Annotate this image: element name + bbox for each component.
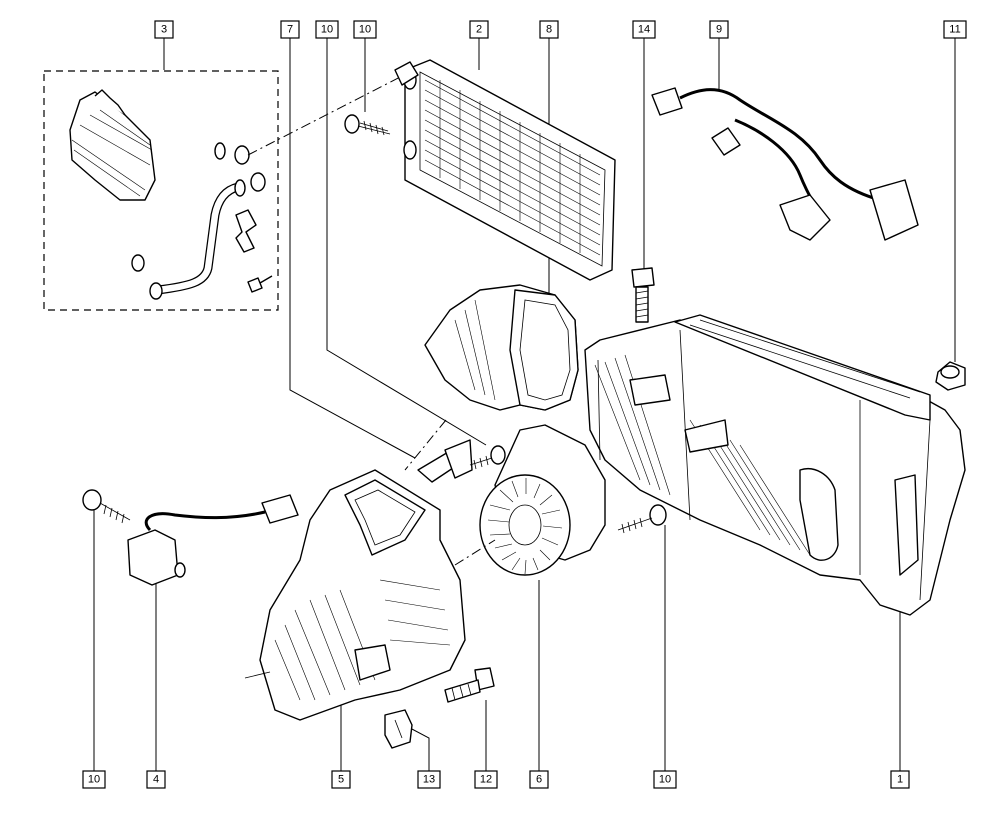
callout-6: 6 bbox=[529, 770, 549, 789]
svg-text:8: 8 bbox=[546, 24, 552, 36]
svg-text:4: 4 bbox=[153, 774, 159, 786]
screw bbox=[247, 275, 273, 293]
air-duct bbox=[424, 284, 579, 411]
blower-housing bbox=[244, 469, 466, 721]
resistor-4 bbox=[127, 494, 299, 586]
callout-7: 7 bbox=[280, 20, 300, 39]
screw-10-top bbox=[344, 114, 391, 136]
leader-lines bbox=[93, 38, 956, 771]
callout-5: 5 bbox=[331, 770, 351, 789]
heater-matrix bbox=[394, 59, 616, 281]
kit-3-dashed-frame bbox=[43, 70, 279, 311]
callout-11: 11 bbox=[943, 20, 967, 39]
screw-10-right bbox=[617, 504, 667, 534]
callout-9: 9 bbox=[709, 20, 729, 39]
svg-text:3: 3 bbox=[161, 24, 167, 36]
callout-3: 3 bbox=[154, 20, 174, 39]
callout-13: 13 bbox=[417, 770, 441, 789]
clip bbox=[235, 209, 257, 253]
o-ring-2 bbox=[250, 172, 266, 192]
wiring-harness bbox=[651, 87, 919, 241]
svg-text:10: 10 bbox=[321, 24, 333, 36]
pipe-flange-kit bbox=[69, 89, 273, 300]
o-ring-1 bbox=[234, 145, 250, 165]
callout-10-d: 10 bbox=[653, 770, 677, 789]
svg-text:1: 1 bbox=[897, 774, 903, 786]
svg-text:10: 10 bbox=[88, 774, 100, 786]
alignment-line-3 bbox=[454, 539, 496, 566]
screw-12 bbox=[444, 667, 495, 703]
sensor-7 bbox=[417, 439, 473, 483]
svg-text:12: 12 bbox=[480, 774, 492, 786]
callout-2: 2 bbox=[469, 20, 489, 39]
callout-10-b: 10 bbox=[353, 20, 377, 39]
svg-text:2: 2 bbox=[476, 24, 482, 36]
bolt-14 bbox=[631, 267, 655, 323]
screw-10-mid bbox=[469, 445, 506, 470]
alignment-line-1 bbox=[247, 71, 411, 156]
nut-11 bbox=[935, 361, 966, 391]
callout-14: 14 bbox=[632, 20, 656, 39]
svg-text:13: 13 bbox=[423, 774, 435, 786]
svg-text:11: 11 bbox=[949, 24, 960, 36]
svg-text:10: 10 bbox=[659, 774, 671, 786]
svg-text:6: 6 bbox=[536, 774, 542, 786]
svg-text:10: 10 bbox=[359, 24, 371, 36]
svg-text:7: 7 bbox=[287, 24, 293, 36]
heater-housing bbox=[584, 314, 966, 616]
svg-text:9: 9 bbox=[716, 24, 722, 36]
callout-10-c: 10 bbox=[82, 770, 106, 789]
callout-1: 1 bbox=[890, 770, 910, 789]
svg-text:5: 5 bbox=[338, 774, 344, 786]
svg-text:14: 14 bbox=[638, 24, 650, 36]
screw-10-left bbox=[82, 489, 131, 524]
callout-4: 4 bbox=[146, 770, 166, 789]
callout-10-a: 10 bbox=[315, 20, 339, 39]
callout-8: 8 bbox=[539, 20, 559, 39]
speed-nut-13 bbox=[384, 709, 413, 749]
blower-fan bbox=[479, 424, 606, 576]
callout-12: 12 bbox=[474, 770, 498, 789]
